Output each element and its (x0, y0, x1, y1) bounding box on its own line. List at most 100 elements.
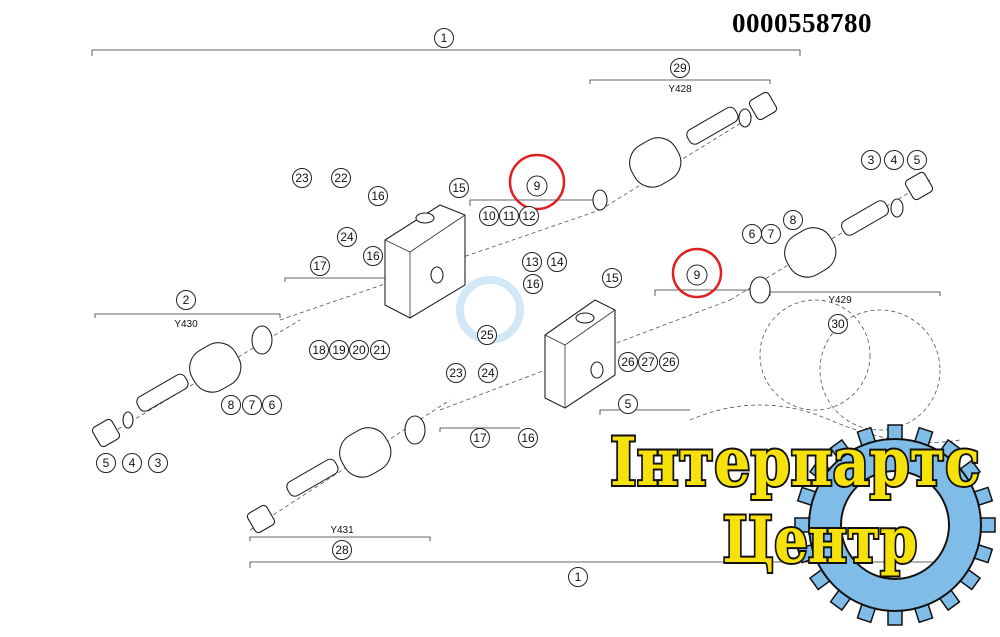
callout-label: 8 (790, 213, 797, 227)
callout-24: 24 (337, 227, 357, 247)
callout-circle (337, 227, 357, 247)
callout-15: 15 (602, 268, 622, 288)
callout-circle (907, 150, 927, 170)
solenoid-y431 (246, 415, 426, 534)
callout-27: 27 (638, 352, 658, 372)
callout-18: 18 (309, 340, 329, 360)
callout-26: 26 (659, 352, 679, 372)
callout-circle (470, 428, 490, 448)
callout-5: 5 (618, 394, 638, 414)
callout-label: 18 (312, 343, 326, 357)
callout-label: 4 (891, 153, 898, 167)
highlight-ring (508, 153, 566, 211)
callout-label: 23 (295, 171, 309, 185)
label-y429: Y429 (828, 295, 852, 306)
callout-label: 26 (662, 355, 676, 369)
callout-9: 9 (686, 264, 708, 286)
callout-circle (618, 394, 638, 414)
callout-label: 30 (831, 317, 845, 331)
callout-label: 24 (340, 230, 354, 244)
callout-15: 15 (449, 178, 469, 198)
callout-label: 6 (749, 227, 756, 241)
callout-26: 26 (618, 352, 638, 372)
callout-10: 10 (479, 206, 499, 226)
callout-circle (148, 453, 168, 473)
callout-label: 3 (868, 153, 875, 167)
callout-label: 11 (503, 209, 516, 223)
callout-label: 10 (482, 209, 496, 223)
callout-circle (522, 252, 542, 272)
callout-label: 9 (694, 268, 701, 282)
callout-circle (659, 352, 679, 372)
label-y430: Y430 (174, 319, 198, 330)
callout-label: 29 (673, 61, 687, 75)
callout-24: 24 (478, 363, 498, 383)
callout-circle (434, 28, 454, 48)
callout-4: 4 (884, 150, 904, 170)
company-logo: Інтерпартс Центр (608, 421, 996, 626)
callout-23: 23 (292, 168, 312, 188)
callout-16: 16 (368, 186, 388, 206)
callout-25: 25 (477, 325, 497, 345)
callout-22: 22 (331, 168, 351, 188)
callout-label: 16 (526, 277, 540, 291)
callout-29: 29 (670, 58, 690, 78)
callout-circle (479, 206, 499, 226)
label-y431: Y431 (330, 525, 354, 536)
callout-5: 5 (96, 453, 116, 473)
callout-4: 4 (122, 453, 142, 473)
solenoid-y430 (91, 325, 273, 448)
callout-14: 14 (547, 252, 567, 272)
callout-19: 19 (329, 340, 349, 360)
callout-label: 2 (183, 293, 190, 307)
callout-label: 16 (521, 431, 535, 445)
callout-circle (370, 340, 390, 360)
callout-2: 2 (176, 290, 196, 310)
callout-circle (176, 290, 196, 310)
callout-13: 13 (522, 252, 542, 272)
callout-circle (670, 58, 690, 78)
callout-circle (519, 206, 539, 226)
callout-3: 3 (861, 150, 881, 170)
callout-circle (618, 352, 638, 372)
callout-label: 15 (605, 271, 619, 285)
callout-label: 28 (335, 543, 349, 557)
callout-label: 3 (155, 456, 162, 470)
callout-16: 16 (363, 246, 383, 266)
callout-circle (122, 453, 142, 473)
callout-circle (686, 264, 708, 286)
callout-circle (292, 168, 312, 188)
callout-5: 5 (907, 150, 927, 170)
callout-circle (446, 363, 466, 383)
callout-circle (884, 150, 904, 170)
callout-16: 16 (523, 274, 543, 294)
callout-circle (349, 340, 369, 360)
callout-circle (828, 314, 848, 334)
callout-circle (518, 428, 538, 448)
callout-label: 7 (249, 398, 256, 412)
callout-16: 16 (518, 428, 538, 448)
callout-17: 17 (470, 428, 490, 448)
callout-9: 9 (526, 175, 548, 197)
callout-label: 12 (522, 209, 536, 223)
callout-circle (523, 274, 543, 294)
accumulator-ghost (689, 299, 961, 443)
callout-11: 11 (499, 206, 519, 226)
callout-label: 17 (313, 259, 327, 273)
callout-circle (638, 352, 658, 372)
callout-circle (478, 363, 498, 383)
valve-block-upper (384, 204, 466, 319)
callout-label: 22 (334, 171, 348, 185)
callout-8: 8 (221, 395, 241, 415)
callout-label: 13 (525, 255, 539, 269)
callout-circle (368, 186, 388, 206)
callout-circle (861, 150, 881, 170)
callout-circle (310, 256, 330, 276)
callout-circle (96, 453, 116, 473)
logo-line1: Інтерпартс (610, 423, 980, 501)
solenoid-y429 (749, 171, 934, 304)
callout-circle (221, 395, 241, 415)
